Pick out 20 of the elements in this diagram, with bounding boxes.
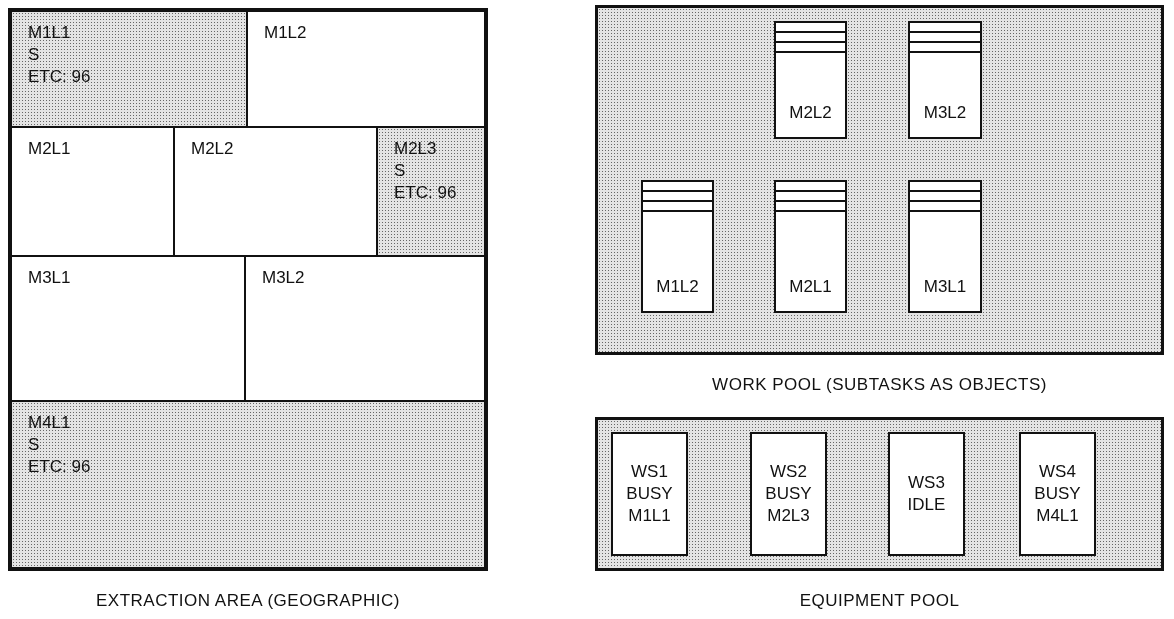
workstation-box: WS4 BUSY M4L1 xyxy=(1019,432,1096,556)
area-cell: M2L1 xyxy=(11,127,174,256)
shaded-area-cell: M4L1 S ETC: 96 xyxy=(11,401,485,568)
subtask-card: M3L2 xyxy=(908,21,982,139)
panel-caption: WORK POOL (SUBTASKS AS OBJECTS) xyxy=(712,375,1047,395)
subtask-card: M1L2 xyxy=(641,180,714,313)
area-cell: M2L2 xyxy=(174,127,377,256)
subtask-card: M2L1 xyxy=(774,180,847,313)
subtask-card: M3L1 xyxy=(908,180,982,313)
area-cell: M3L1 xyxy=(11,256,245,401)
shaded-area-cell: M2L3 S ETC: 96 xyxy=(377,127,485,256)
subtask-card: M2L2 xyxy=(774,21,847,139)
shaded-area-cell: M1L1 S ETC: 96 xyxy=(11,11,247,127)
workstation-box: WS2 BUSY M2L3 xyxy=(750,432,827,556)
area-cell: M3L2 xyxy=(245,256,485,401)
panel-caption: EQUIPMENT POOL xyxy=(799,591,960,611)
workstation-box: WS3 IDLE xyxy=(888,432,965,556)
area-cell: M1L2 xyxy=(247,11,485,127)
panel-caption: EXTRACTION AREA (GEOGRAPHIC) xyxy=(96,591,400,611)
workstation-box: WS1 BUSY M1L1 xyxy=(611,432,688,556)
